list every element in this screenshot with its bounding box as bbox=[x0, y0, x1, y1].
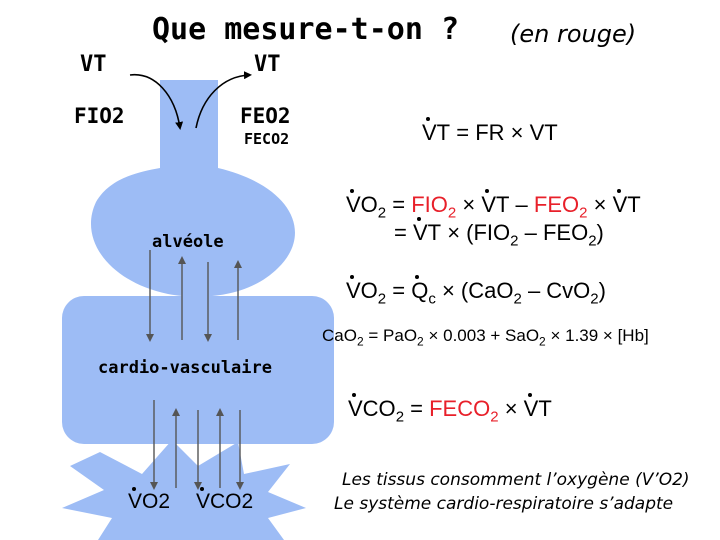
equation-vo2-fick-gas-line2: = VT × (FIO2 – FEO2) bbox=[394, 217, 604, 250]
page-title: Que mesure-t-on ? bbox=[152, 12, 460, 47]
label-cardio-vasculaire: cardio-vasculaire bbox=[98, 358, 272, 378]
footer-line-2: Le système cardio-respiratoire s’adapte bbox=[334, 494, 674, 514]
label-alveole: alvéole bbox=[152, 232, 224, 252]
inspiration-arrow bbox=[129, 74, 184, 130]
footer-line-1: Les tissus consomment l’oxygène (V’O2) bbox=[342, 470, 690, 490]
label-vt-inspired: VT bbox=[80, 52, 107, 77]
tissue-star-shape bbox=[62, 440, 306, 540]
equation-vco2: VCO2 = FECO2 × VT bbox=[348, 393, 552, 426]
label-fio2: FIO2 bbox=[74, 104, 125, 128]
label-vt-expired: VT bbox=[254, 52, 281, 77]
equation-vo2-fick-blood: VO2 = Qc × (CaO2 – CvO2) bbox=[346, 275, 606, 308]
airway-alveole-shape bbox=[90, 80, 295, 297]
label-feo2: FEO2 bbox=[240, 104, 291, 128]
equation-vo2-fick-gas: VO2 = FIO2 × VT – FEO2 × VT bbox=[346, 189, 641, 222]
equation-vt: VT = FR × VT bbox=[422, 117, 558, 145]
label-vo2: VO2 bbox=[128, 487, 171, 513]
cardio-vasculaire-block bbox=[62, 296, 334, 444]
equation-cao2: CaO2 = PaO2 × 0.003 + SaO2 × 1.39 × [Hb] bbox=[322, 326, 649, 349]
label-feco2: FECO2 bbox=[244, 130, 290, 148]
label-vco2: VCO2 bbox=[196, 487, 254, 513]
page-subtitle: (en rouge) bbox=[510, 20, 637, 48]
expiration-arrow bbox=[195, 71, 252, 129]
